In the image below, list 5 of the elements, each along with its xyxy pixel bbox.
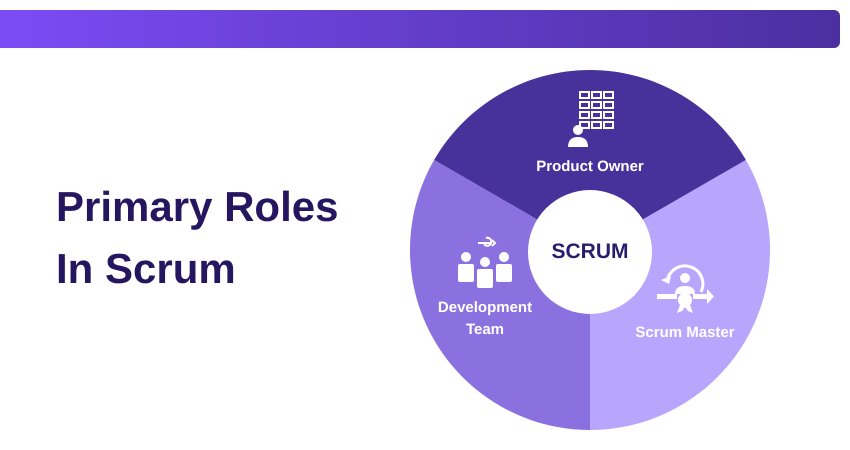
role-label: Product Owner bbox=[536, 157, 644, 177]
role-label: Scrum Master bbox=[635, 323, 735, 343]
role-label: Development Team bbox=[436, 298, 534, 340]
title: Primary Roles In Scrum bbox=[56, 182, 340, 294]
center-label: SCRUM bbox=[552, 239, 628, 266]
